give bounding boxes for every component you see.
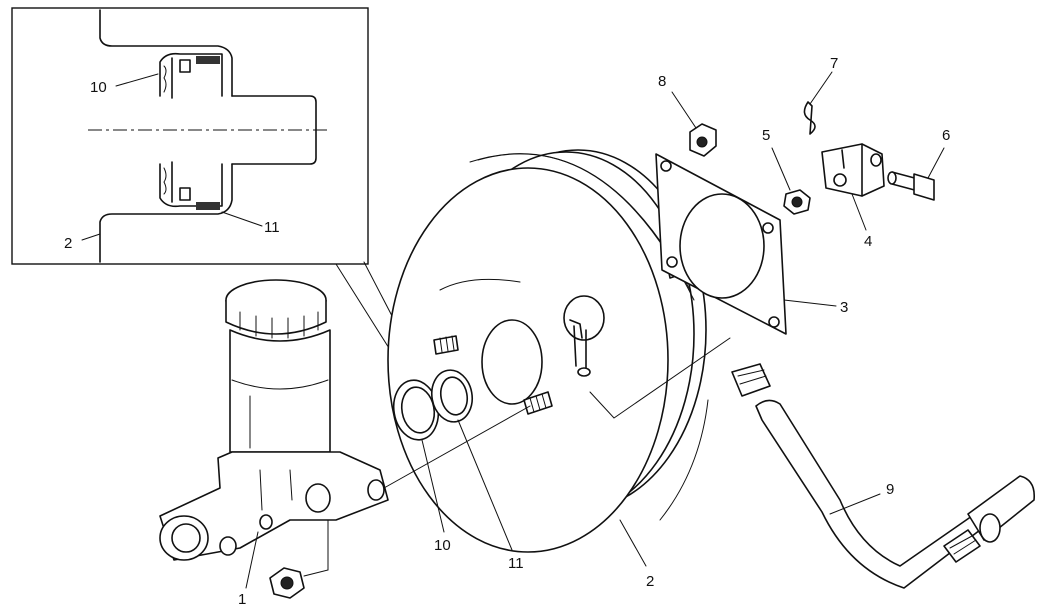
leader-1 xyxy=(245,531,259,589)
vacuum-hose xyxy=(731,363,1036,589)
inset-shell-lower xyxy=(99,163,233,263)
inset-leader-10 xyxy=(115,73,159,87)
callout-9: 9 xyxy=(886,481,894,498)
leader-10 xyxy=(421,439,445,533)
booster-center-hole xyxy=(481,319,543,405)
callout-5: 5 xyxy=(762,127,770,144)
inset-seal-lower xyxy=(159,161,223,210)
inset-callout-10: 10 xyxy=(90,79,107,96)
nut-8 xyxy=(689,123,717,157)
reservoir-body xyxy=(229,329,331,453)
hose-clamp-lower xyxy=(943,529,981,563)
gasket xyxy=(655,153,787,335)
hose-clamp-upper xyxy=(731,363,771,397)
clevis-pin xyxy=(887,171,935,201)
leader-2 xyxy=(619,519,647,567)
clip xyxy=(803,101,816,135)
master-cylinder xyxy=(159,279,389,599)
hose-end-fitting xyxy=(967,475,1036,541)
mount-nut xyxy=(269,567,305,599)
callout-8: 8 xyxy=(658,73,666,90)
brake-booster xyxy=(387,149,709,553)
leader-6 xyxy=(927,147,945,179)
inset-shell-upper xyxy=(99,9,233,97)
callout-7: 7 xyxy=(830,55,838,72)
booster-stud-upper xyxy=(433,335,459,355)
leader-3 xyxy=(783,299,837,307)
leader-9 xyxy=(829,493,881,515)
inset-leader-2 xyxy=(81,233,101,241)
leader-8 xyxy=(671,91,697,129)
callout-2: 2 xyxy=(646,573,654,590)
alignment-line-valve xyxy=(589,337,731,419)
callout-1: 1 xyxy=(238,591,246,608)
leader-7 xyxy=(809,71,833,105)
inset-leader-11 xyxy=(221,211,263,227)
clevis xyxy=(821,143,885,197)
callout-3: 3 xyxy=(840,299,848,316)
inset-detail: 10 2 11 xyxy=(11,7,419,373)
inset-seal-upper xyxy=(159,52,223,99)
inset-callout-2: 2 xyxy=(64,235,72,252)
booster-check-valve xyxy=(563,295,605,377)
alignment-line-cylinder xyxy=(383,405,531,489)
leader-4 xyxy=(851,193,867,231)
callout-4: 4 xyxy=(864,233,872,250)
seal-ring-11 xyxy=(430,369,474,423)
callout-6: 6 xyxy=(942,127,950,144)
inset-frame xyxy=(11,7,369,265)
seal-ring-10 xyxy=(392,379,440,441)
inset-callout-11: 11 xyxy=(264,219,280,236)
booster-stud-lower xyxy=(523,391,553,415)
leader-11 xyxy=(457,419,513,551)
leader-5 xyxy=(771,147,791,191)
callout-10: 10 xyxy=(434,537,451,554)
callout-11: 11 xyxy=(508,555,524,572)
